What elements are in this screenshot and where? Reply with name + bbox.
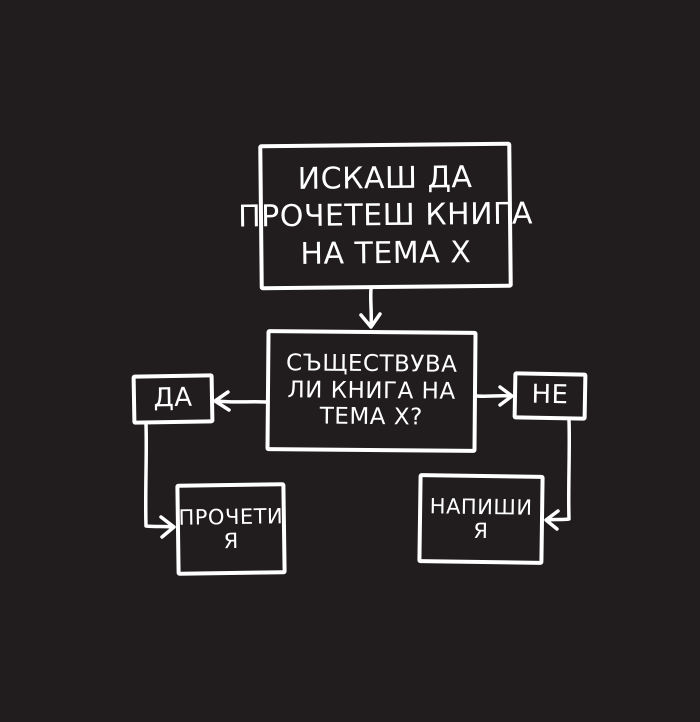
- arrowhead-question-icon: [359, 312, 382, 329]
- arrowhead-write-icon: [544, 509, 560, 531]
- yes-box: ДА: [131, 373, 215, 425]
- start-line-2: ПРОЧЕТЕШ КНИГА: [237, 196, 534, 235]
- question-line-1: СЪЩЕСТВУВА: [285, 350, 458, 379]
- write-box: НАПИШИ Я: [417, 473, 545, 565]
- write-line-1: НАПИШИ: [429, 494, 533, 520]
- read-box: ПРОЧЕТИ Я: [175, 482, 287, 576]
- arrowhead-no-icon: [498, 385, 514, 407]
- connector-question-to-yes: [214, 399, 268, 404]
- no-box: НЕ: [512, 371, 588, 421]
- read-line-2: Я: [223, 528, 239, 554]
- start-line-1: ИСКАШ ДА: [297, 159, 473, 197]
- question-box: СЪЩЕСТВУВА ЛИ КНИГА НА ТЕМА Х?: [265, 329, 478, 453]
- yes-label: ДА: [153, 382, 193, 414]
- question-line-2: ЛИ КНИГА НА: [287, 377, 456, 405]
- connector-start-to-question: [368, 287, 374, 328]
- start-box: ИСКАШ ДА ПРОЧЕТЕШ КНИГА НА ТЕМА Х: [238, 141, 533, 291]
- write-line-2: Я: [473, 518, 489, 544]
- arrowhead-yes-icon: [213, 390, 231, 412]
- connector-question-to-no: [475, 393, 512, 399]
- read-line-1: ПРОЧЕТИ: [178, 504, 284, 530]
- connector-no-to-write: [546, 418, 572, 522]
- no-label: НЕ: [531, 379, 569, 411]
- arrowhead-read-icon: [159, 515, 176, 539]
- connector-yes-to-read: [143, 422, 174, 529]
- start-line-3: НА ТЕМА Х: [300, 234, 472, 272]
- question-line-3: ТЕМА Х?: [319, 403, 423, 431]
